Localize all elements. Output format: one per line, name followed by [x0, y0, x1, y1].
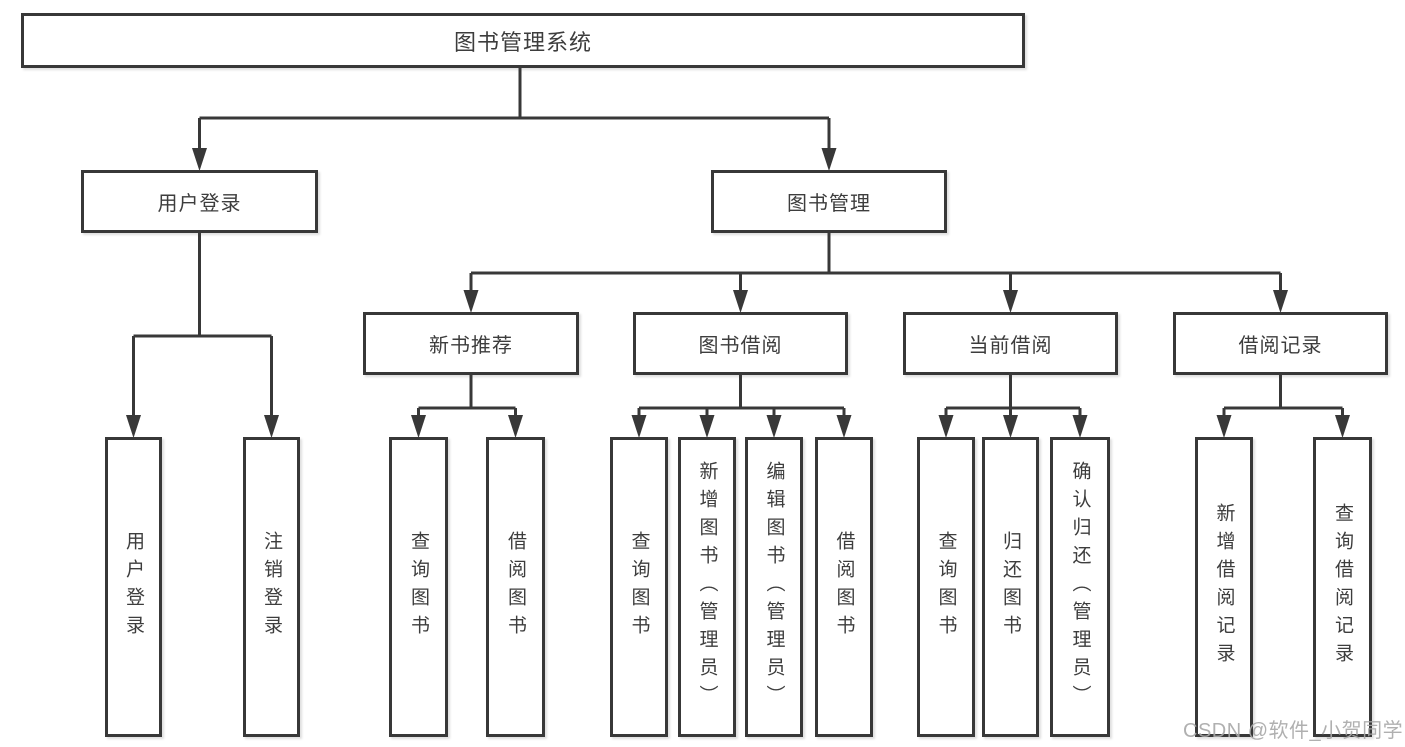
leaf-add-book-admin: 新增图书（管理员）: [678, 437, 736, 737]
node-label: 借阅图书: [505, 531, 526, 643]
node-label: 新书推荐: [429, 335, 513, 357]
csdn-watermark: CSDN @软件_小贺同学: [1183, 720, 1404, 742]
node-label: 查询图书: [935, 531, 957, 643]
node-label: 当前借阅: [968, 335, 1053, 357]
node-label: 新增借阅记录: [1213, 503, 1235, 671]
node-book-borrow: 图书借阅: [633, 312, 848, 375]
leaf-user-login: 用户登录: [105, 437, 162, 737]
node-label: 图书管理: [787, 193, 871, 215]
node-current-borrow: 当前借阅: [903, 312, 1118, 375]
leaf-borrow-books-recommend: 借阅图书: [486, 437, 545, 737]
node-label: 借阅图书: [833, 531, 855, 643]
leaf-query-borrow-record: 查询借阅记录: [1313, 437, 1372, 737]
leaf-query-books-borrow: 查询图书: [610, 437, 668, 737]
leaf-query-books-recommend: 查询图书: [389, 437, 448, 737]
node-label: 编辑图书（管理员）: [763, 461, 785, 713]
node-label: 查询图书: [408, 531, 429, 643]
leaf-edit-book-admin: 编辑图书（管理员）: [745, 437, 803, 737]
node-label: 借阅记录: [1238, 335, 1323, 357]
node-label: 确认归还（管理员）: [1069, 461, 1091, 713]
node-label: 归还图书: [1000, 531, 1021, 643]
node-label: 注销登录: [261, 531, 282, 643]
node-root-system: 图书管理系统: [21, 13, 1025, 68]
node-new-book-recommend: 新书推荐: [363, 312, 579, 375]
leaf-add-borrow-record: 新增借阅记录: [1195, 437, 1253, 737]
node-label: 用户登录: [157, 193, 242, 215]
node-label: 查询借阅记录: [1332, 503, 1353, 671]
node-label: 新增图书（管理员）: [696, 461, 718, 713]
node-book-management: 图书管理: [711, 170, 947, 233]
node-user-login: 用户登录: [81, 170, 318, 233]
node-borrow-records: 借阅记录: [1173, 312, 1388, 375]
node-label: 查询图书: [628, 531, 650, 643]
leaf-logout: 注销登录: [243, 437, 300, 737]
leaf-borrow-books: 借阅图书: [815, 437, 873, 737]
node-label: 用户登录: [123, 531, 144, 643]
leaf-return-book: 归还图书: [982, 437, 1039, 737]
node-label: 图书管理系统: [453, 29, 592, 55]
node-label: 图书借阅: [698, 335, 783, 357]
arrowhead-icons: [126, 148, 1350, 438]
leaf-query-books-current: 查询图书: [917, 437, 975, 737]
leaf-confirm-return-admin: 确认归还（管理员）: [1050, 437, 1110, 737]
